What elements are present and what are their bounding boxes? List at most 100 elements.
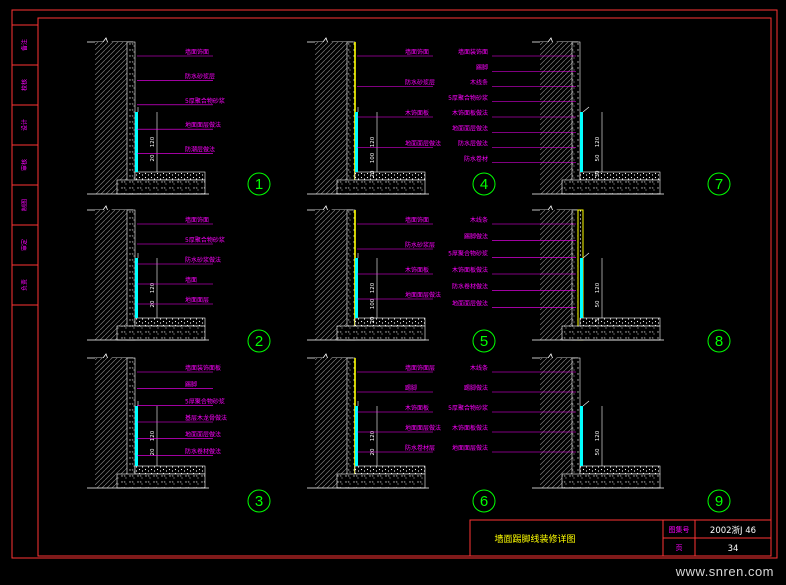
dimension-label: 120 xyxy=(370,282,376,293)
callout-label: 5厚聚合物砂浆 xyxy=(448,404,488,412)
skirting-board xyxy=(135,258,138,318)
plaster-layer xyxy=(346,209,356,341)
detail-number-circle xyxy=(247,489,271,513)
side-label: 审核 xyxy=(21,159,29,171)
detail-number: 6 xyxy=(480,493,488,510)
floor-slab xyxy=(561,179,661,195)
callout-label: 防水砂浆层 xyxy=(185,72,215,80)
floor-finish xyxy=(579,317,661,327)
floor-finish xyxy=(354,317,426,327)
dimension-label: 20 xyxy=(150,448,156,455)
callout-label: 5厚聚合物砂浆 xyxy=(185,97,225,105)
side-label: 设计 xyxy=(21,119,29,131)
detail-number-circle xyxy=(247,329,271,353)
floor-slab xyxy=(116,473,206,489)
page-label: 页 xyxy=(676,544,683,552)
callout-label: 踢脚 xyxy=(185,381,197,389)
callout-label: 防水砂浆做法 xyxy=(185,256,221,264)
callout-label: 墙面饰面 xyxy=(185,216,209,224)
detail-number: 9 xyxy=(715,493,723,510)
atlas-label: 图集号 xyxy=(669,525,690,534)
wall-hatch xyxy=(95,210,127,340)
detail-number: 5 xyxy=(480,333,488,350)
callout-label: 5厚聚合物砂浆 xyxy=(448,94,488,102)
skirting-top xyxy=(582,400,590,407)
floor-finish xyxy=(354,465,426,475)
callout-label: 墙面饰面 xyxy=(405,216,429,224)
plaster-layer xyxy=(571,41,581,195)
dimension-label: 120 xyxy=(595,430,601,441)
callout-label: 木饰面板 xyxy=(405,109,429,117)
callout-label: 5厚聚合物砂浆 xyxy=(185,236,225,244)
callout-label: 地面面层做法 xyxy=(185,431,221,439)
dimension-label: 120 xyxy=(370,430,376,441)
skirting-board xyxy=(580,406,583,466)
wall-hatch xyxy=(315,42,347,194)
dimension-label: 120 xyxy=(370,136,376,147)
callout-label: 防水砂浆层 xyxy=(405,79,435,87)
callout-label: 5厚聚合物砂浆 xyxy=(448,249,488,257)
callout-label: 墙面饰面 xyxy=(185,48,209,56)
page-number: 34 xyxy=(728,544,739,554)
callout-label: 防水砂浆层 xyxy=(405,241,435,249)
wall-hatch xyxy=(540,358,572,488)
skirting-board xyxy=(580,258,583,318)
floor-slab xyxy=(561,473,661,489)
callout-label: 墙面饰面层 xyxy=(405,364,435,372)
wall-hatch xyxy=(315,358,347,488)
callout-label: 地面面层做法 xyxy=(452,124,488,132)
drawing-title: 墙面踢脚线装修详图 xyxy=(494,533,575,545)
detail-number: 3 xyxy=(255,493,263,510)
callout-label: 墙面装饰面板 xyxy=(185,364,221,372)
floor-slab xyxy=(116,179,206,195)
callout-label: 地面面层做法 xyxy=(185,121,221,129)
dimension-label: 50 xyxy=(595,154,601,161)
details-layer: 12020墙面饰面防水砂浆层5厚聚合物砂浆地面面层做法防潮层做法112020墙面… xyxy=(87,37,731,513)
dimension-label: 50 xyxy=(595,448,601,455)
detail-number: 4 xyxy=(480,176,488,193)
callout-label: 木饰面板 xyxy=(405,266,429,274)
dimension-label: 120 xyxy=(150,282,156,293)
floor-slab xyxy=(336,473,426,489)
callout-label: 墙面 xyxy=(185,276,197,284)
detail-number: 8 xyxy=(715,333,723,350)
floor-finish xyxy=(134,465,206,475)
dimension-label: 20 xyxy=(150,154,156,161)
watermark: www.snren.com xyxy=(675,564,774,579)
detail-number-circle xyxy=(707,172,731,196)
callout-label: 基层木龙骨做法 xyxy=(185,414,227,422)
atlas-number: 2002浙J 46 xyxy=(710,525,756,536)
dimension-label: 120 xyxy=(150,430,156,441)
dimension-label: 20 xyxy=(370,170,376,177)
detail-number-circle xyxy=(472,329,496,353)
floor-finish xyxy=(134,317,206,327)
floor-slab xyxy=(561,325,661,341)
floor-finish xyxy=(134,171,206,181)
callout-label: 地面面层做法 xyxy=(452,444,488,452)
detail-number: 7 xyxy=(715,176,723,193)
floor-slab xyxy=(336,179,426,195)
plaster-layer xyxy=(126,41,136,195)
side-label: 负责 xyxy=(21,279,29,291)
callout-label: 踢脚做法 xyxy=(464,384,488,392)
callout-label: 木线条 xyxy=(470,216,488,224)
skirting-board xyxy=(135,112,138,172)
floor-finish xyxy=(579,171,661,181)
callout-label: 木线条 xyxy=(470,364,488,372)
floor-slab xyxy=(116,325,206,341)
callout-label: 木饰面板 xyxy=(405,404,429,412)
dimension-label: 5 xyxy=(595,318,601,322)
callout-label: 防水卷材做法 xyxy=(185,447,221,455)
dimension-label: 120 xyxy=(595,136,601,147)
skirting-board xyxy=(135,406,138,466)
detail-number-circle xyxy=(472,172,496,196)
side-label: 审定 xyxy=(21,239,29,251)
callout-label: 地面面层 xyxy=(185,296,209,304)
callout-label: 防潮层做法 xyxy=(185,146,215,154)
callout-label: 踢脚 xyxy=(476,63,488,71)
callout-label: 踢脚 xyxy=(405,384,417,392)
